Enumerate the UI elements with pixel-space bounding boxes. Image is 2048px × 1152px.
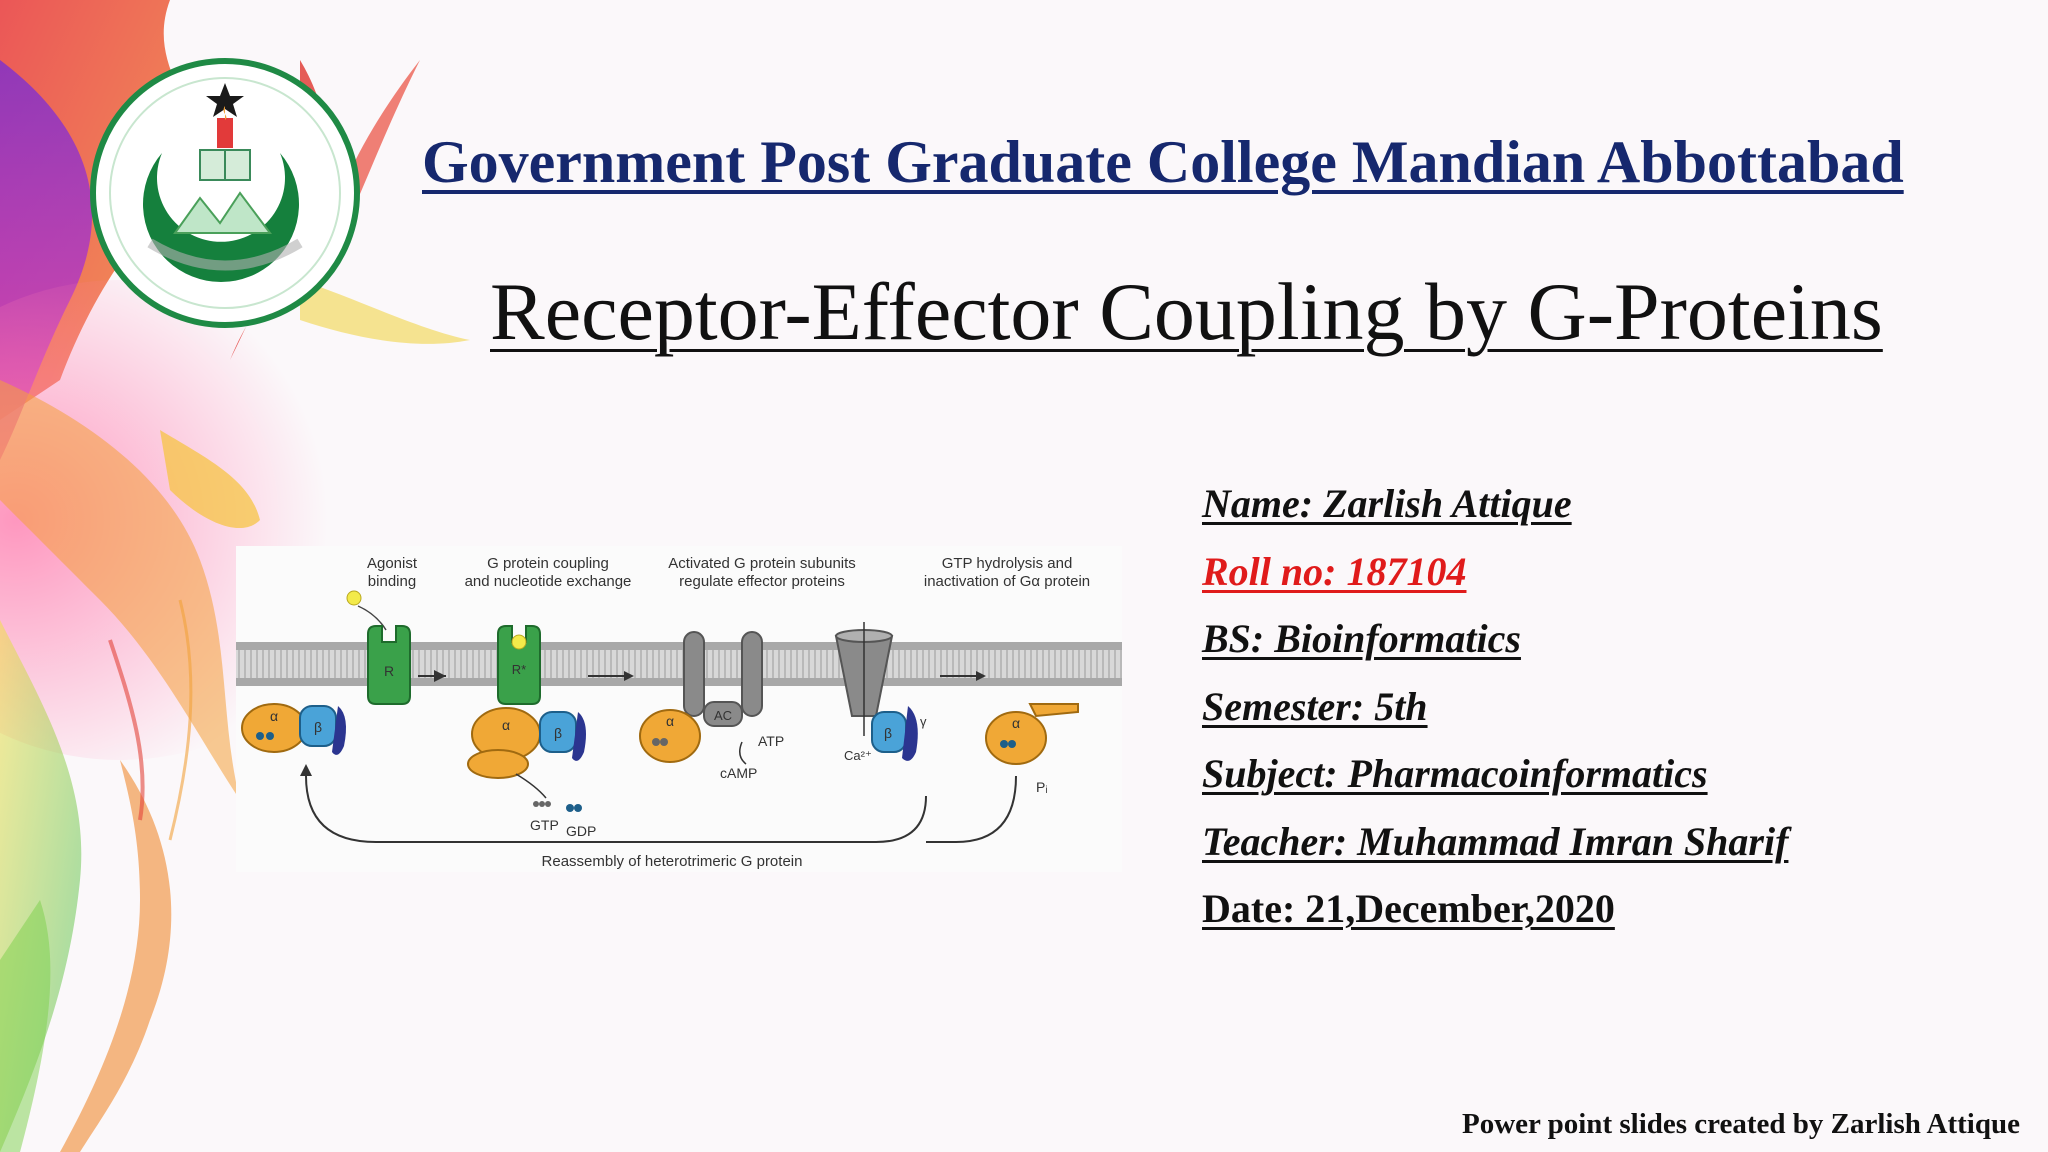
step2-heading-line2: and nucleotide exchange bbox=[465, 573, 632, 590]
program: BS: Bioinformatics bbox=[1202, 616, 1521, 661]
receptor-step1: R bbox=[367, 625, 411, 705]
step1-heading-line1: Agonist bbox=[367, 555, 418, 572]
svg-text:α: α bbox=[502, 717, 510, 733]
student-name: Name: Zarlish Attique bbox=[1202, 481, 1572, 526]
step3-heading-line2: regulate effector proteins bbox=[679, 573, 845, 590]
step1-heading-line2: binding bbox=[368, 573, 416, 590]
agonist-ball bbox=[346, 590, 362, 606]
step2-heading-line1: G protein coupling bbox=[487, 555, 609, 572]
reassembly-caption: Reassembly of heterotrimeric G protein bbox=[542, 853, 803, 870]
subject: Subject: Pharmacoinformatics bbox=[1202, 751, 1708, 796]
presentation-date: Date: 21,December,2020 bbox=[1202, 886, 1615, 931]
step3-heading-line1: Activated G protein subunits bbox=[668, 555, 856, 572]
beta-gamma-step3: β γ bbox=[871, 706, 927, 761]
calcium-channel: Ca²⁺ bbox=[834, 622, 894, 763]
step4-heading-line1: GTP hydrolysis and bbox=[942, 555, 1073, 572]
effector-step3: AC α ATP cAMP bbox=[639, 631, 784, 781]
svg-text:Pᵢ: Pᵢ bbox=[1036, 779, 1048, 795]
svg-text:α: α bbox=[1012, 715, 1020, 731]
svg-text:β: β bbox=[884, 725, 892, 741]
svg-text:α: α bbox=[666, 713, 674, 729]
svg-text:γ: γ bbox=[920, 714, 927, 729]
footer-credit: Power point slides created by Zarlish At… bbox=[1462, 1108, 2020, 1140]
student-details: Name: Zarlish Attique Roll no: 187104 BS… bbox=[1202, 470, 1788, 943]
svg-text:Ca²⁺: Ca²⁺ bbox=[844, 748, 872, 763]
slide-title: Receptor-Effector Coupling by G-Proteins bbox=[490, 266, 1883, 357]
college-name: Government Post Graduate College Mandian… bbox=[422, 129, 1904, 195]
roll-number: Roll no: 187104 bbox=[1202, 548, 1467, 594]
svg-text:GTP: GTP bbox=[530, 817, 559, 833]
svg-text:β: β bbox=[314, 719, 322, 735]
svg-text:GDP: GDP bbox=[566, 823, 596, 839]
alpha-step4: α Pᵢ bbox=[985, 703, 1079, 795]
svg-text:cAMP: cAMP bbox=[720, 765, 757, 781]
svg-text:R: R bbox=[384, 663, 394, 679]
college-logo bbox=[90, 58, 360, 328]
g-protein-cycle-figure: Agonist binding G protein coupling and n… bbox=[236, 546, 1122, 872]
receptor-step2: R* bbox=[497, 625, 541, 705]
svg-text:β: β bbox=[554, 725, 562, 741]
svg-text:α: α bbox=[270, 708, 278, 724]
svg-text:AC: AC bbox=[714, 708, 732, 723]
semester: Semester: 5th bbox=[1202, 683, 1428, 729]
heterotrimer-step1: α β bbox=[241, 703, 346, 755]
svg-text:ATP: ATP bbox=[758, 733, 784, 749]
heterotrimer-step2: α β GTP GDP bbox=[467, 707, 596, 839]
teacher: Teacher: Muhammad Imran Sharif bbox=[1202, 818, 1789, 864]
svg-text:R*: R* bbox=[512, 662, 526, 677]
step4-heading-line2: inactivation of Gα protein bbox=[924, 573, 1090, 590]
